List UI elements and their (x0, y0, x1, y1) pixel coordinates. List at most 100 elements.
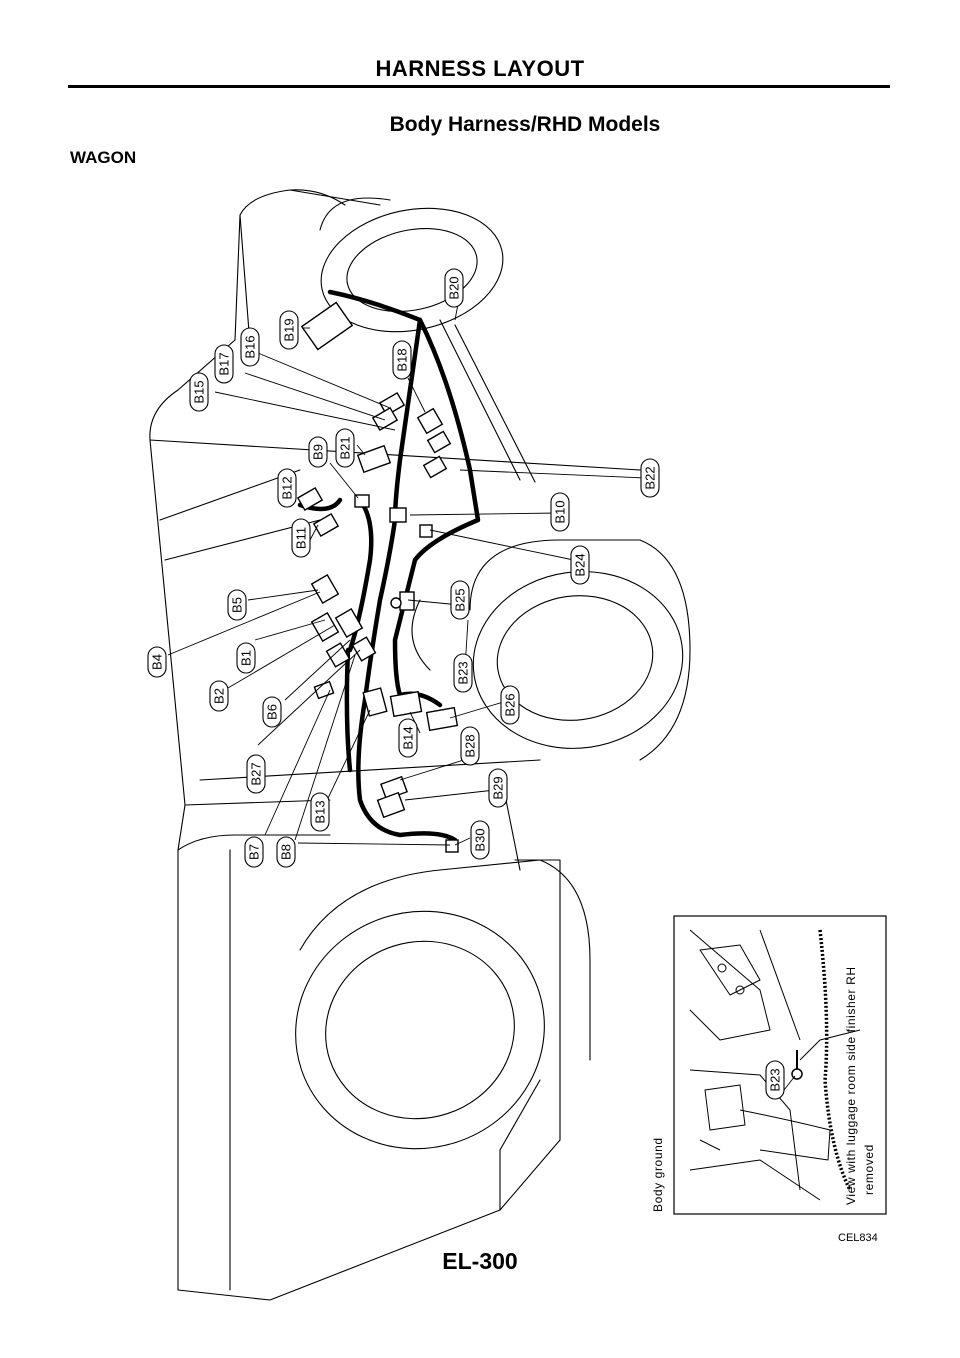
connector-label-b16: B16 (243, 335, 258, 358)
callout-b4: B4 (147, 646, 167, 678)
callout-frame (765, 1060, 785, 1100)
callout-frame (570, 545, 590, 585)
callout-frame (236, 642, 256, 674)
inset-caption-line1: View with luggage room side finisher RH (844, 966, 858, 1205)
callout-frame (276, 836, 296, 868)
callout-frame (310, 792, 330, 832)
inset-caption: View with luggage room side finisher RH … (651, 966, 876, 1212)
callout-b8: B8 (276, 836, 296, 868)
callout-b2: B2 (209, 680, 229, 712)
callout-b15: B15 (189, 372, 209, 412)
callout-frame (550, 492, 570, 532)
callout-frame (244, 836, 264, 868)
connector-label-b17: B17 (217, 352, 232, 375)
callout-frame (308, 436, 328, 468)
callout-frame (470, 820, 490, 860)
callout-frame (246, 754, 266, 794)
callout-frame (453, 653, 473, 693)
callout-frame (277, 468, 297, 508)
callout-b9: B9 (308, 436, 328, 468)
connector-label-b7: B7 (247, 844, 262, 860)
callout-b18: B18 (392, 340, 412, 380)
connector-label-b11: B11 (294, 527, 309, 549)
callout-b26: B26 (500, 685, 520, 725)
callout-frame (392, 340, 412, 380)
inset-connector-label: B23 (768, 1068, 783, 1091)
inset-callout-b23: B23 (765, 1060, 785, 1100)
inset-caption-line2: removed (862, 1144, 876, 1195)
callout-frame (444, 268, 464, 308)
callout-frame (460, 726, 480, 766)
connector-label-b18: B18 (395, 348, 410, 371)
connector-label-b28: B28 (463, 734, 478, 757)
callout-b1: B1 (236, 642, 256, 674)
figure-id: CEL834 (838, 1232, 878, 1244)
callout-frame (227, 589, 247, 621)
connector-label-b20: B20 (447, 276, 462, 299)
callout-b14: B14 (398, 718, 418, 758)
callout-frame (291, 518, 311, 558)
callout-frame (147, 646, 167, 678)
connector-label-b29: B29 (491, 776, 506, 799)
connector-label-b25: B25 (453, 588, 468, 611)
connector-label-b23: B23 (456, 661, 471, 684)
callout-b6: B6 (262, 696, 282, 728)
connector-label-b9: B9 (311, 444, 326, 460)
callout-frame (488, 768, 508, 808)
callout-frame (240, 327, 260, 367)
connector-label-b15: B15 (192, 380, 207, 403)
connector-label-b24: B24 (573, 553, 588, 576)
callout-frame (398, 718, 418, 758)
connector-label-b14: B14 (401, 726, 416, 749)
connector-label-b27: B27 (249, 762, 264, 785)
connector-label-b8: B8 (279, 844, 294, 860)
callout-b24: B24 (570, 545, 590, 585)
callout-b12: B12 (277, 468, 297, 508)
connector-label-b10: B10 (553, 500, 568, 523)
callout-b13: B13 (310, 792, 330, 832)
callout-b19: B19 (279, 310, 299, 350)
callout-b17: B17 (214, 344, 234, 384)
connector-label-b4: B4 (150, 654, 165, 670)
callout-b16: B16 (240, 327, 260, 367)
callout-frame (189, 372, 209, 412)
connector-label-b2: B2 (212, 688, 227, 704)
callout-b23: B23 (453, 653, 473, 693)
callout-frame (335, 428, 355, 468)
callout-b22: B22 (640, 458, 660, 498)
callout-b21: B21 (335, 428, 355, 468)
connector-label-b30: B30 (473, 828, 488, 851)
diagram-subtitle: Body Harness/RHD Models (389, 113, 661, 136)
connector-label-b21: B21 (338, 436, 353, 459)
connector-label-b19: B19 (282, 318, 297, 341)
callout-b5: B5 (227, 589, 247, 621)
callout-frame (279, 310, 299, 350)
connector-label-b26: B26 (503, 693, 518, 716)
connector-label-b6: B6 (265, 704, 280, 720)
page-header-title: HARNESS LAYOUT (375, 56, 585, 81)
callout-frame (500, 685, 520, 725)
callout-b10: B10 (550, 492, 570, 532)
connector-label-b5: B5 (230, 597, 245, 613)
callout-frame (214, 344, 234, 384)
callout-b25: B25 (450, 580, 470, 620)
callout-b27: B27 (246, 754, 266, 794)
callout-frame (209, 680, 229, 712)
connector-label-b12: B12 (280, 476, 295, 499)
connector-label-b13: B13 (313, 800, 328, 823)
callout-b20: B20 (444, 268, 464, 308)
callout-b7: B7 (244, 836, 264, 868)
connector-label-b22: B22 (643, 466, 658, 489)
header-rule (68, 85, 890, 88)
page-number: EL-300 (442, 1248, 518, 1274)
callout-frame (640, 458, 660, 498)
callout-b30: B30 (470, 820, 490, 860)
callout-b11: B11 (291, 518, 311, 558)
connector-label-b1: B1 (239, 650, 254, 666)
callout-b28: B28 (460, 726, 480, 766)
callout-b29: B29 (488, 768, 508, 808)
body-ground-label: Body ground (651, 1137, 665, 1212)
callout-frame (450, 580, 470, 620)
callout-frame (262, 696, 282, 728)
